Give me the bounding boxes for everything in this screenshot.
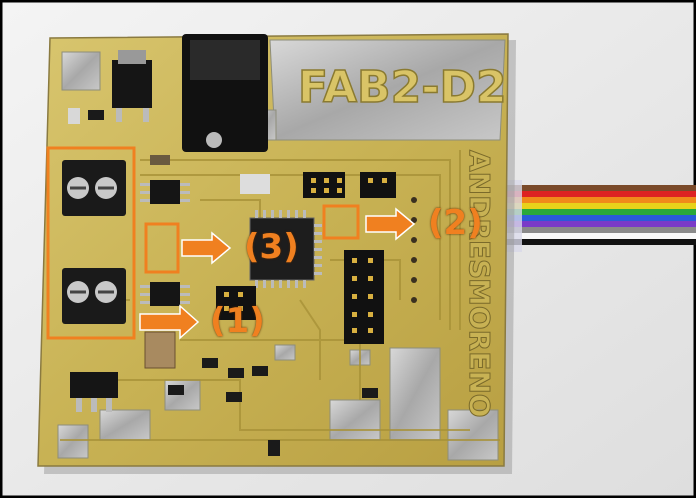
- annotation-label-2: (2): [428, 203, 483, 243]
- annotation-overlays: [46, 146, 360, 340]
- terminal-block-top: [62, 160, 126, 216]
- smd-resistors: [68, 108, 378, 456]
- capacitors: [144, 155, 270, 369]
- dc-power-jack: [182, 34, 268, 152]
- ribbon-cable: [500, 180, 696, 252]
- motor-driver-ic-bottom: [140, 282, 190, 306]
- voltage-regulator-bottom: [70, 372, 118, 412]
- terminal-block-bottom: [62, 268, 126, 324]
- pin-header-top: [303, 172, 345, 198]
- arrow-1: [139, 304, 200, 340]
- board-vertical-name-2: MORENO: [463, 278, 496, 418]
- microcontroller-chip: [249, 210, 322, 288]
- voltage-regulator-top: [112, 50, 152, 122]
- pin-header-isp: [216, 286, 256, 320]
- motor-driver-ic-top: [140, 180, 190, 204]
- annotation-arrows: [139, 207, 416, 340]
- highlight-connector-2: [322, 204, 360, 240]
- pin-header-2x5: [344, 250, 384, 344]
- highlight-terminal-blocks: [46, 146, 136, 340]
- board-title: FAB2-D2: [298, 62, 507, 113]
- annotation-label-3: (3): [244, 227, 299, 267]
- board-vertical-name-1: ANDRES: [463, 150, 496, 279]
- highlight-connector-3: [144, 222, 180, 274]
- pin-header-ftdi: [360, 172, 396, 198]
- annotation-label-1: (1): [210, 301, 265, 341]
- arrow-2: [365, 207, 416, 241]
- arrow-3: [181, 231, 232, 265]
- right-vias: [411, 197, 417, 303]
